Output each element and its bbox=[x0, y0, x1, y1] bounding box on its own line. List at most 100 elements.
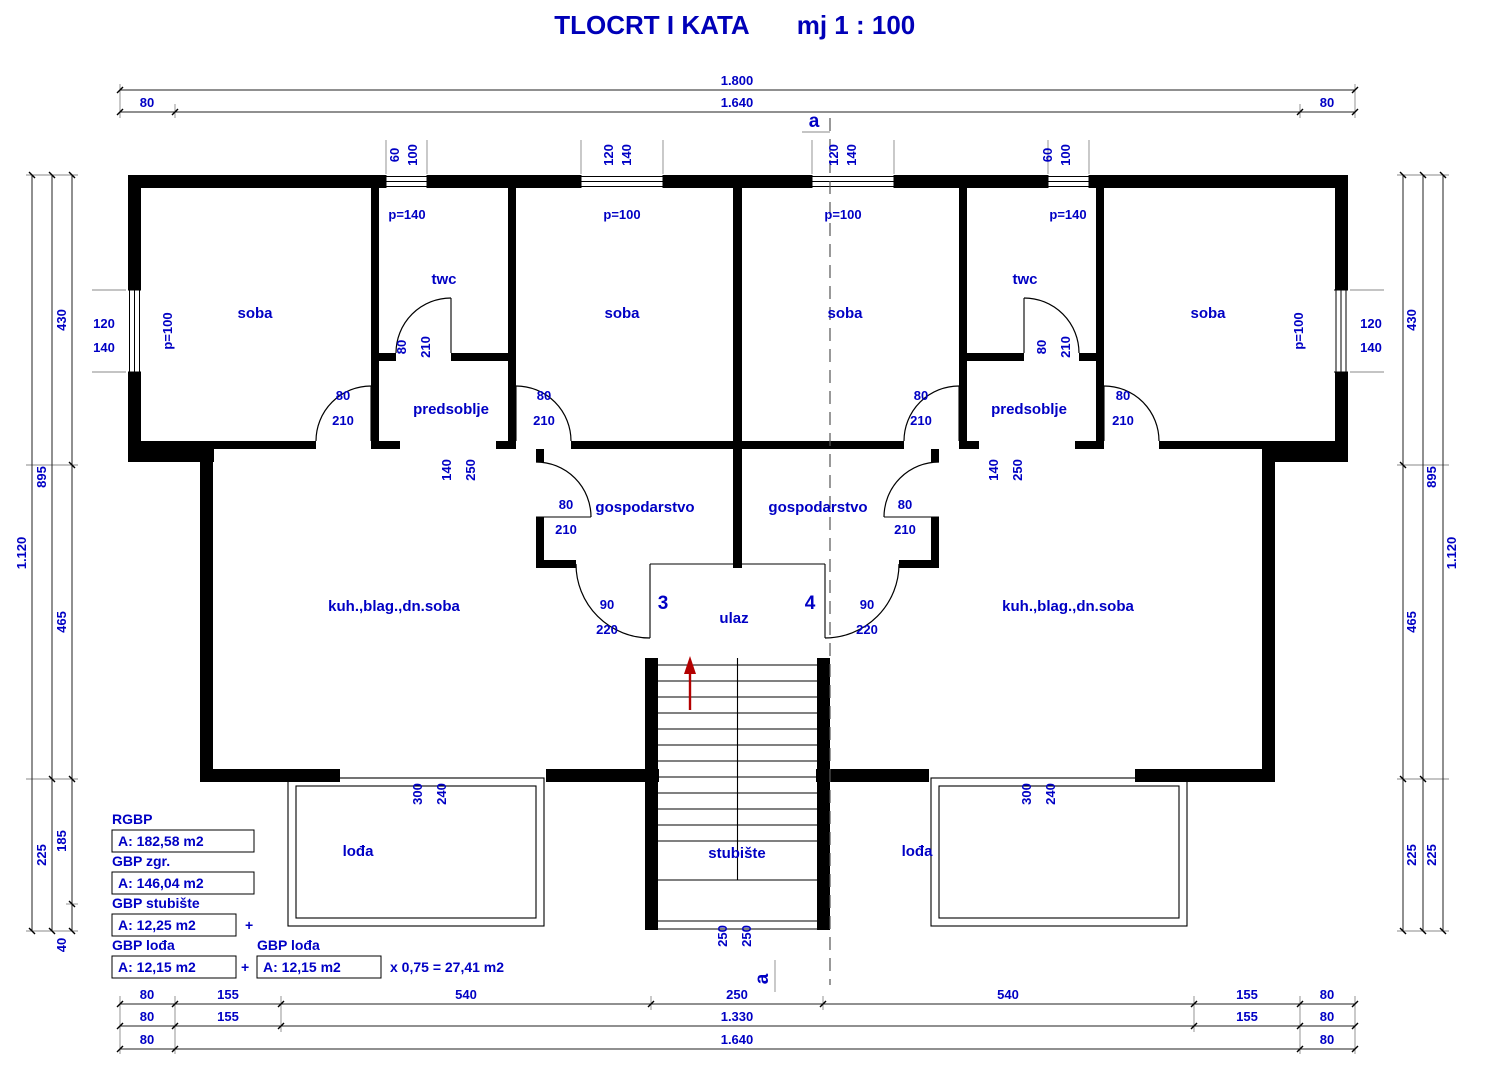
room-label-gospodarstvo-right: gospodarstvo bbox=[768, 499, 867, 516]
dim-door: 210 bbox=[533, 413, 555, 428]
dim-door: 210 bbox=[1112, 413, 1134, 428]
area-gbp-stubiste-label: GBP stubište bbox=[112, 895, 200, 911]
area-value-box bbox=[111, 829, 255, 853]
dim-window: 60 bbox=[387, 148, 402, 162]
parapet-label: p=100 bbox=[160, 312, 175, 349]
area-gbp-zgr-label: GBP zgr. bbox=[112, 853, 170, 869]
dim-door: 210 bbox=[894, 522, 916, 537]
room-label-predsoblje-left: predsoblje bbox=[413, 401, 489, 418]
dim-left: 895 bbox=[34, 466, 49, 488]
dim-door: 210 bbox=[1058, 336, 1073, 358]
room-label-soba-1: soba bbox=[237, 305, 273, 322]
area-gbp-lodja-value-2: A: 12,15 m2 bbox=[263, 959, 341, 975]
section-marker-bottom: a bbox=[752, 973, 773, 984]
dim-left: 465 bbox=[54, 611, 69, 633]
dim-top: 80 bbox=[140, 95, 154, 110]
section-marker-top: a bbox=[809, 111, 820, 132]
dim-window: 120 bbox=[601, 144, 616, 166]
dim-top-total: 1.800 bbox=[721, 73, 754, 88]
dim-text-top: 1.800 80 1.640 80 bbox=[140, 73, 1334, 110]
dim-bottom: 155 bbox=[1236, 987, 1258, 1002]
area-gbp-lodja-label-2: GBP lođa bbox=[257, 937, 320, 953]
parapet-label: p=140 bbox=[1049, 207, 1086, 222]
area-summary: RGBP A: 182,58 m2 GBP zgr. A: 146,04 m2 … bbox=[111, 811, 504, 979]
dim-stair: 250 bbox=[739, 925, 754, 947]
dim-left: 430 bbox=[54, 309, 69, 331]
dim-passage: 250 bbox=[463, 459, 478, 481]
dim-window: 140 bbox=[93, 340, 115, 355]
dim-left: 225 bbox=[34, 844, 49, 866]
plus-sign: + bbox=[245, 917, 253, 933]
dim-text-right: 430 465 225 895 225 1.120 bbox=[1404, 309, 1459, 866]
area-value-box bbox=[256, 955, 382, 979]
area-gbp-lodja-formula: x 0,75 = 27,41 m2 bbox=[390, 959, 504, 975]
parapet-label: p=100 bbox=[603, 207, 640, 222]
dim-text-windows: 60 100 p=140 120 140 p=100 120 140 p=100… bbox=[93, 144, 1382, 355]
dim-entry-door: 220 bbox=[596, 622, 618, 637]
walls bbox=[128, 175, 1348, 930]
dim-bottom: 80 bbox=[140, 987, 154, 1002]
dim-bottom: 250 bbox=[726, 987, 748, 1002]
drawing-title: TLOCRT I KATA bbox=[554, 10, 750, 40]
dim-door: 80 bbox=[537, 388, 551, 403]
room-label-stubiste: stubište bbox=[708, 845, 766, 862]
dim-window: 120 bbox=[1360, 316, 1382, 331]
dim-window: 100 bbox=[405, 144, 420, 166]
stairs-up-arrow-icon bbox=[684, 656, 696, 710]
room-label-soba-2: soba bbox=[604, 305, 640, 322]
room-label-twc-right: twc bbox=[1012, 271, 1037, 288]
dim-lodja: 240 bbox=[1043, 783, 1058, 805]
dim-right: 1.120 bbox=[1444, 537, 1459, 570]
parapet-label: p=140 bbox=[388, 207, 425, 222]
plus-sign: + bbox=[241, 959, 249, 975]
dim-bottom: 80 bbox=[140, 1032, 154, 1047]
window-top-4 bbox=[1047, 175, 1090, 188]
dim-bottom: 1.330 bbox=[721, 1009, 754, 1024]
window-top-1 bbox=[385, 175, 428, 188]
unit-number-3: 3 bbox=[658, 593, 669, 614]
dim-entry-door: 90 bbox=[860, 597, 874, 612]
area-rgbp-label: RGBP bbox=[112, 811, 152, 827]
dim-door: 210 bbox=[555, 522, 577, 537]
dim-left: 185 bbox=[54, 830, 69, 852]
window-right bbox=[1334, 289, 1348, 373]
window-left bbox=[128, 289, 141, 373]
dim-right: 225 bbox=[1424, 844, 1439, 866]
dim-bottom: 155 bbox=[217, 1009, 239, 1024]
dim-right: 430 bbox=[1404, 309, 1419, 331]
dim-door: 210 bbox=[910, 413, 932, 428]
area-value-box bbox=[111, 913, 237, 937]
dim-window: 140 bbox=[619, 144, 634, 166]
dim-passage: 140 bbox=[986, 459, 1001, 481]
dim-door: 80 bbox=[559, 497, 573, 512]
door-arcs bbox=[315, 297, 1160, 639]
dim-entry-door: 220 bbox=[856, 622, 878, 637]
area-value-box bbox=[111, 871, 255, 895]
section-line bbox=[774, 118, 831, 992]
dim-window: 140 bbox=[1360, 340, 1382, 355]
dim-lodja: 300 bbox=[1019, 783, 1034, 805]
area-value-box bbox=[111, 955, 237, 979]
room-label-lodja-right: lođa bbox=[902, 843, 933, 860]
dim-text-left: 430 465 185 40 895 225 1.120 bbox=[14, 309, 69, 952]
windows bbox=[128, 175, 1348, 373]
room-label-predsoblje-right: predsoblje bbox=[991, 401, 1067, 418]
dim-text-bottom: 80 155 540 250 540 155 80 80 155 1.330 1… bbox=[140, 987, 1334, 1047]
dim-right: 895 bbox=[1424, 466, 1439, 488]
dimension-lines bbox=[28, 86, 1447, 1053]
dim-bottom: 1.640 bbox=[721, 1032, 754, 1047]
dim-top: 1.640 bbox=[721, 95, 754, 110]
room-label-kuh-right: kuh.,blag.,dn.soba bbox=[1002, 598, 1134, 615]
lodja-railings bbox=[287, 777, 1188, 927]
dim-bottom: 80 bbox=[1320, 1032, 1334, 1047]
unit-number-4: 4 bbox=[805, 593, 816, 614]
dim-left: 40 bbox=[54, 938, 69, 952]
dim-window: 120 bbox=[826, 144, 841, 166]
area-gbp-stubiste-value: A: 12,25 m2 bbox=[118, 917, 196, 933]
parapet-label: p=100 bbox=[1291, 312, 1306, 349]
dim-door: 80 bbox=[1034, 340, 1049, 354]
area-gbp-zgr-value: A: 146,04 m2 bbox=[118, 875, 204, 891]
dim-window: 140 bbox=[844, 144, 859, 166]
dim-bottom: 80 bbox=[140, 1009, 154, 1024]
